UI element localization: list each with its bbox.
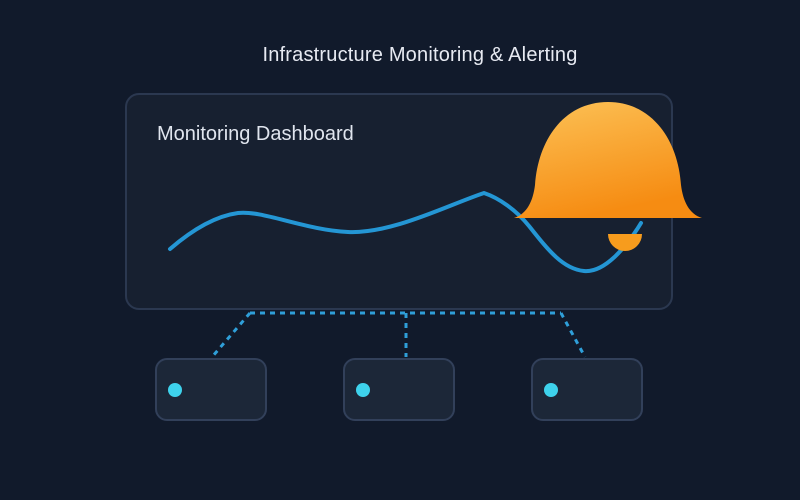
node-card (531, 358, 643, 421)
node-card (155, 358, 267, 421)
node-status-dot (544, 382, 558, 397)
monitoring-dashboard-panel: Monitoring Dashboard (125, 93, 673, 310)
node-status-dot (356, 382, 370, 397)
node-status-dot (168, 382, 182, 397)
node-card (343, 358, 455, 421)
connector-branch-right (559, 312, 587, 358)
page-title: Infrastructure Monitoring & Alerting (262, 44, 578, 66)
panel-title: Monitoring Dashboard (157, 123, 354, 145)
connector-branch-left (210, 312, 252, 358)
